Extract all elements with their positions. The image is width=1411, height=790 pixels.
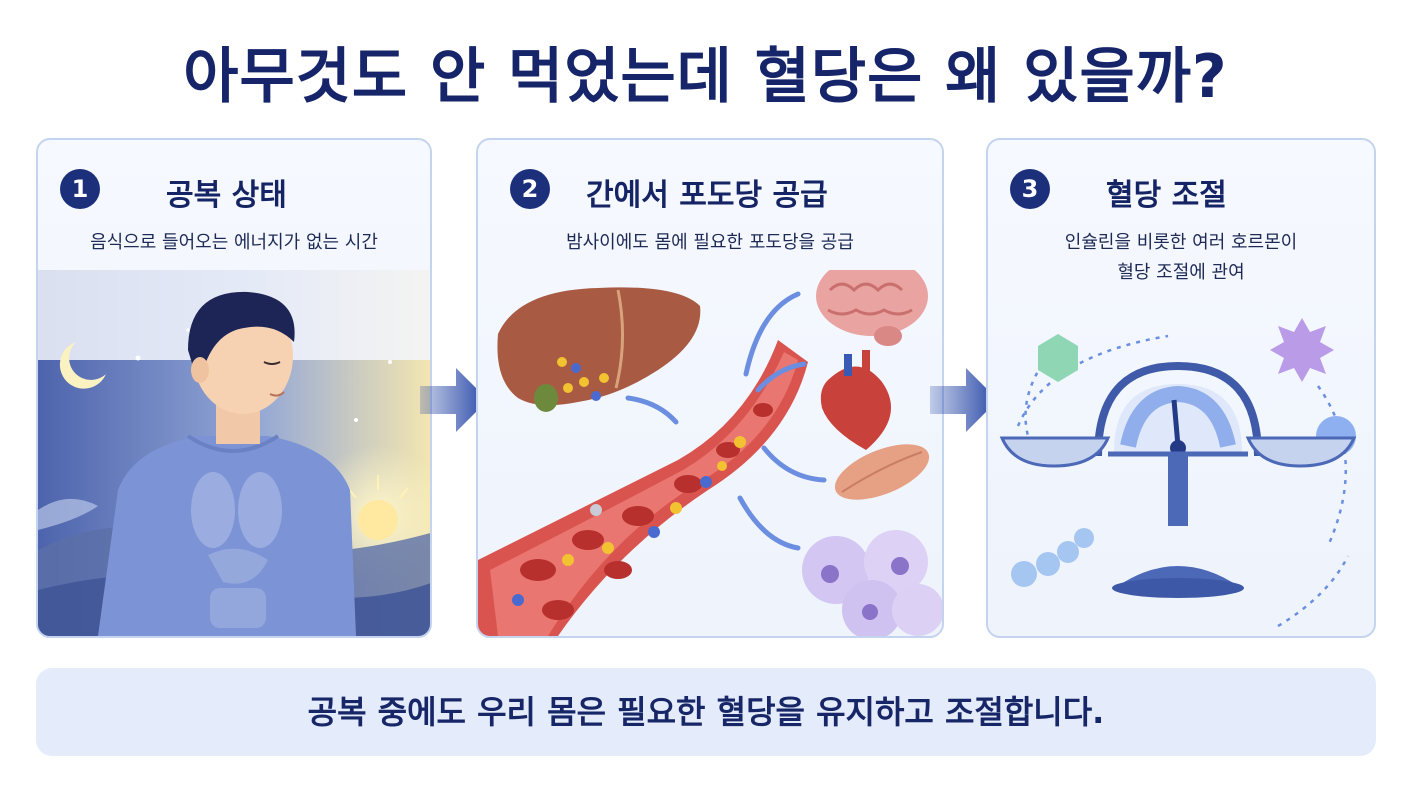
page-title: 아무것도 안 먹었는데 혈당은 왜 있을까?	[183, 42, 1228, 112]
panel-desc-regulation-line1: 인슐린을 비롯한 여러 호르몬이	[1064, 232, 1298, 253]
arrow-right-icon	[930, 368, 998, 432]
brain-icon	[816, 270, 928, 346]
summary-banner: 공복 중에도 우리 몸은 필요한 혈당을 유지하고 조절합니다.	[36, 668, 1376, 756]
moon-icon	[59, 342, 106, 389]
panel-desc-fasting: 음식으로 들어오는 에너지가 없는 시간	[90, 232, 378, 253]
glucose-chain-icon	[1011, 528, 1094, 587]
panel-desc-liver: 밤사이에도 몸에 필요한 포도당을 공급	[566, 232, 854, 253]
panel-title-fasting: 공복 상태	[166, 178, 287, 213]
sun-icon	[358, 500, 398, 540]
liver-to-organs-illustration	[478, 270, 942, 636]
panel-liver-glucose: 2 간에서 포도당 공급 밤사이에도 몸에 필요한 포도당을 공급	[476, 138, 944, 638]
fasting-person-illustration	[38, 270, 430, 636]
balance-scale-illustration	[999, 318, 1357, 628]
red-blood-cells	[520, 403, 773, 620]
heart-icon	[820, 350, 891, 450]
step-number-3: 3	[1010, 169, 1050, 209]
fat-cells-icon	[802, 530, 942, 636]
panel-desc-regulation-line2: 혈당 조절에 관여	[1117, 262, 1245, 283]
step-number-2: 2	[510, 169, 550, 209]
hormone-star-icon	[1270, 318, 1334, 382]
panel-fasting-state: 1 공복 상태 음식으로 들어오는 에너지가 없는 시간	[36, 138, 432, 638]
flow-arrows	[625, 291, 827, 551]
scale-icon	[999, 361, 1357, 598]
liver-icon	[497, 287, 701, 406]
muscle-icon	[834, 444, 930, 500]
panel-glucose-regulation: 3 혈당 조절 인슐린을 비롯한 여러 호르몬이 혈당 조절에 관여	[986, 138, 1376, 638]
stars-icon	[135, 328, 392, 422]
hormone-hexagon-icon	[1038, 334, 1078, 382]
panel-title-liver: 간에서 포도당 공급	[586, 178, 828, 213]
panel-title-regulation: 혈당 조절	[1106, 178, 1227, 213]
cycle-arrows	[1016, 334, 1350, 628]
step-number-1: 1	[60, 169, 100, 209]
glucose-molecules	[512, 436, 746, 606]
person-figure	[98, 291, 356, 636]
arrow-right-icon	[420, 368, 488, 432]
